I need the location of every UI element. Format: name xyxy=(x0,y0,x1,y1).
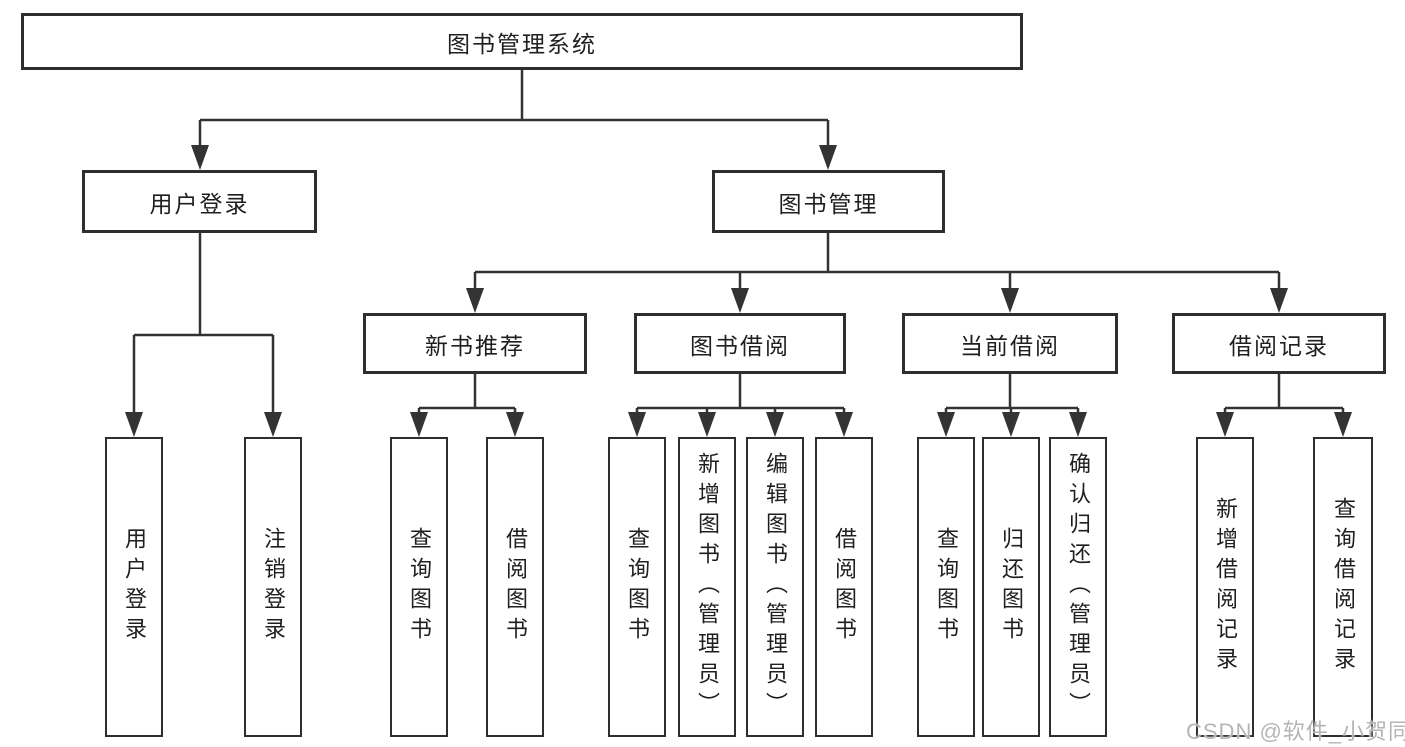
node-current-borrow: 当前借阅 xyxy=(902,313,1118,374)
leaf-edit-book-admin: 编辑图书（管理员） xyxy=(746,437,804,737)
leaf-label: 查询图书 xyxy=(625,527,650,647)
leaf-logout: 注销登录 xyxy=(244,437,302,737)
leaf-query-borrow-record: 查询借阅记录 xyxy=(1313,437,1373,737)
leaf-borrow-books: 借阅图书 xyxy=(815,437,873,737)
leaf-label: 注销登录 xyxy=(261,527,286,647)
leaf-query-books-borrow: 查询图书 xyxy=(608,437,666,737)
leaf-confirm-return-admin: 确认归还（管理员） xyxy=(1049,437,1107,737)
leaf-borrow-books-recommend: 借阅图书 xyxy=(486,437,544,737)
leaf-query-books-recommend: 查询图书 xyxy=(390,437,448,737)
node-book-borrow: 图书借阅 xyxy=(634,313,846,374)
node-borrow-records: 借阅记录 xyxy=(1172,313,1386,374)
leaf-label: 确认归还（管理员） xyxy=(1066,452,1091,722)
node-book-management: 图书管理 xyxy=(712,170,945,233)
leaf-label: 新增借阅记录 xyxy=(1213,497,1238,677)
leaf-label: 归还图书 xyxy=(999,527,1024,647)
leaf-label: 编辑图书（管理员） xyxy=(763,452,788,722)
arrowheads xyxy=(125,145,1352,437)
node-new-book-recommend: 新书推荐 xyxy=(363,313,587,374)
leaf-user-login: 用户登录 xyxy=(105,437,163,737)
node-user-login: 用户登录 xyxy=(82,170,317,233)
leaf-label: 借阅图书 xyxy=(832,527,857,647)
leaf-query-books-current: 查询图书 xyxy=(917,437,975,737)
leaf-label: 用户登录 xyxy=(122,527,147,647)
leaf-label: 查询图书 xyxy=(407,527,432,647)
leaf-label: 查询借阅记录 xyxy=(1331,497,1356,677)
leaf-label: 借阅图书 xyxy=(503,527,528,647)
leaf-add-borrow-record: 新增借阅记录 xyxy=(1196,437,1254,737)
leaf-label: 新增图书（管理员） xyxy=(695,452,720,722)
leaf-return-book: 归还图书 xyxy=(982,437,1040,737)
node-root-system: 图书管理系统 xyxy=(21,13,1023,70)
leaf-add-book-admin: 新增图书（管理员） xyxy=(678,437,736,737)
watermark: CSDN @软件_小贺同学 xyxy=(1186,719,1405,744)
leaf-label: 查询图书 xyxy=(934,527,959,647)
